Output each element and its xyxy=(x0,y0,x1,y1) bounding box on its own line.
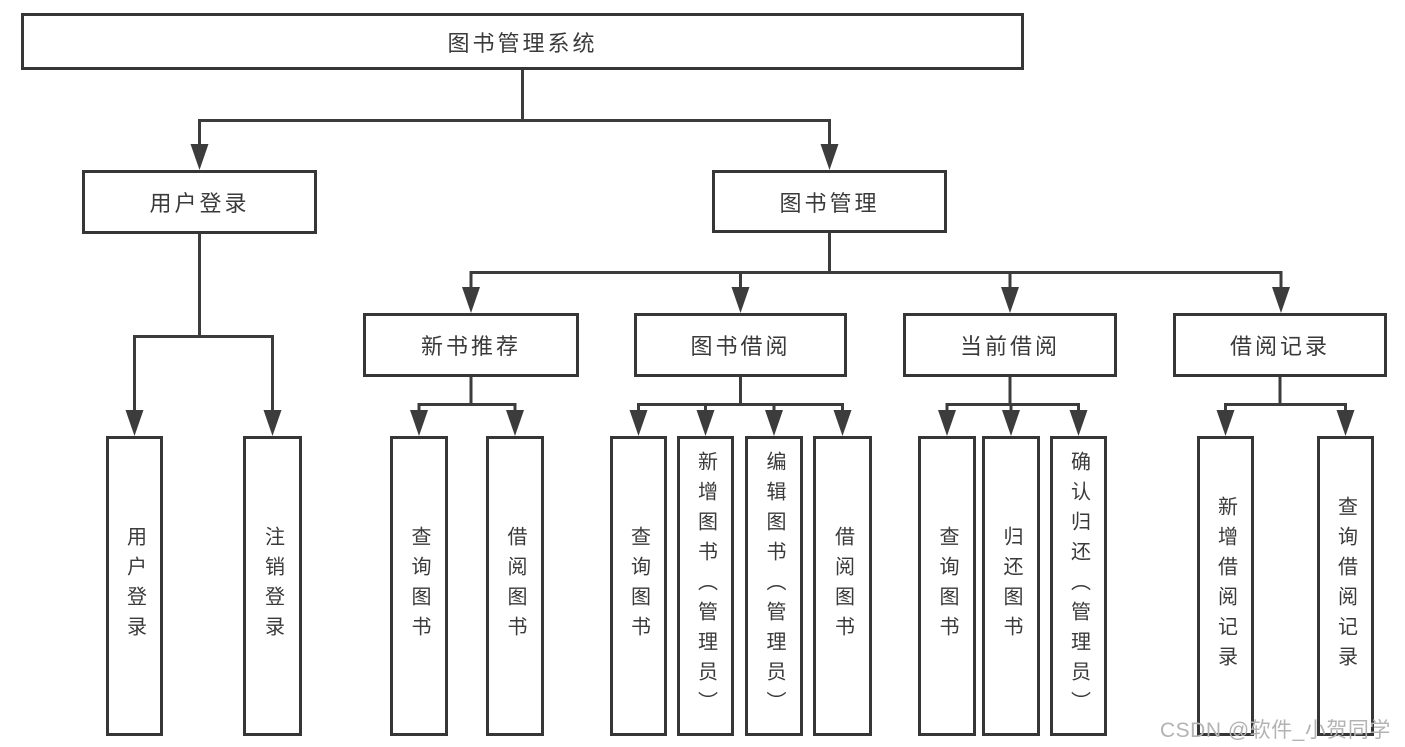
leaf-query-borrow-record: 查询借阅记录 xyxy=(1317,436,1374,736)
leaf-edit-book-admin: 编辑图书（管理员） xyxy=(745,436,803,736)
node-user-login: 用户登录 xyxy=(82,170,317,234)
node-label: 当前借阅 xyxy=(959,334,1060,359)
leaf-label: 借阅图书 xyxy=(831,526,854,646)
leaf-label: 归还图书 xyxy=(1000,526,1022,646)
leaf-confirm-return-admin: 确认归还（管理员） xyxy=(1050,436,1107,736)
leaf-borrow-books-recommend: 借阅图书 xyxy=(486,436,544,736)
node-label: 图书借阅 xyxy=(690,334,791,359)
node-library-management-system: 图书管理系统 xyxy=(21,13,1024,70)
leaf-logout: 注销登录 xyxy=(243,436,302,736)
node-new-book-recommendation: 新书推荐 xyxy=(363,313,579,377)
leaf-label: 新增借阅记录 xyxy=(1214,496,1237,676)
leaf-label: 注销登录 xyxy=(261,526,284,646)
node-label: 图书管理 xyxy=(779,190,880,216)
leaf-label: 查询图书 xyxy=(936,526,958,646)
node-book-borrowing: 图书借阅 xyxy=(634,313,847,377)
leaf-add-book-admin: 新增图书（管理员） xyxy=(677,436,734,736)
leaf-label: 用户登录 xyxy=(123,526,146,646)
node-label: 新书推荐 xyxy=(420,334,521,359)
node-book-management: 图书管理 xyxy=(712,170,947,233)
leaf-label: 查询图书 xyxy=(408,526,430,646)
leaf-return-books: 归还图书 xyxy=(982,436,1040,736)
leaf-label: 借阅图书 xyxy=(504,526,526,646)
leaf-borrow-books-borrowing: 借阅图书 xyxy=(813,436,872,736)
csdn-watermark: CSDN @软件_小贺同学 xyxy=(1160,719,1391,742)
leaf-label: 查询图书 xyxy=(627,526,650,646)
leaf-user-login: 用户登录 xyxy=(106,436,163,736)
leaf-label: 查询借阅记录 xyxy=(1334,496,1357,676)
node-label: 借阅记录 xyxy=(1229,334,1330,359)
leaf-query-books-borrowing: 查询图书 xyxy=(610,436,667,736)
leaf-label: 新增图书（管理员） xyxy=(694,451,717,721)
node-label: 用户登录 xyxy=(149,191,250,216)
leaf-label: 确认归还（管理员） xyxy=(1067,451,1090,721)
leaf-query-books-recommend: 查询图书 xyxy=(390,436,448,736)
leaf-query-books-current: 查询图书 xyxy=(918,436,976,736)
leaf-add-borrow-record: 新增借阅记录 xyxy=(1197,436,1254,736)
leaf-label: 编辑图书（管理员） xyxy=(763,451,785,721)
node-current-borrowing: 当前借阅 xyxy=(903,313,1117,377)
node-label: 图书管理系统 xyxy=(447,30,598,56)
node-borrowing-records: 借阅记录 xyxy=(1173,313,1387,377)
